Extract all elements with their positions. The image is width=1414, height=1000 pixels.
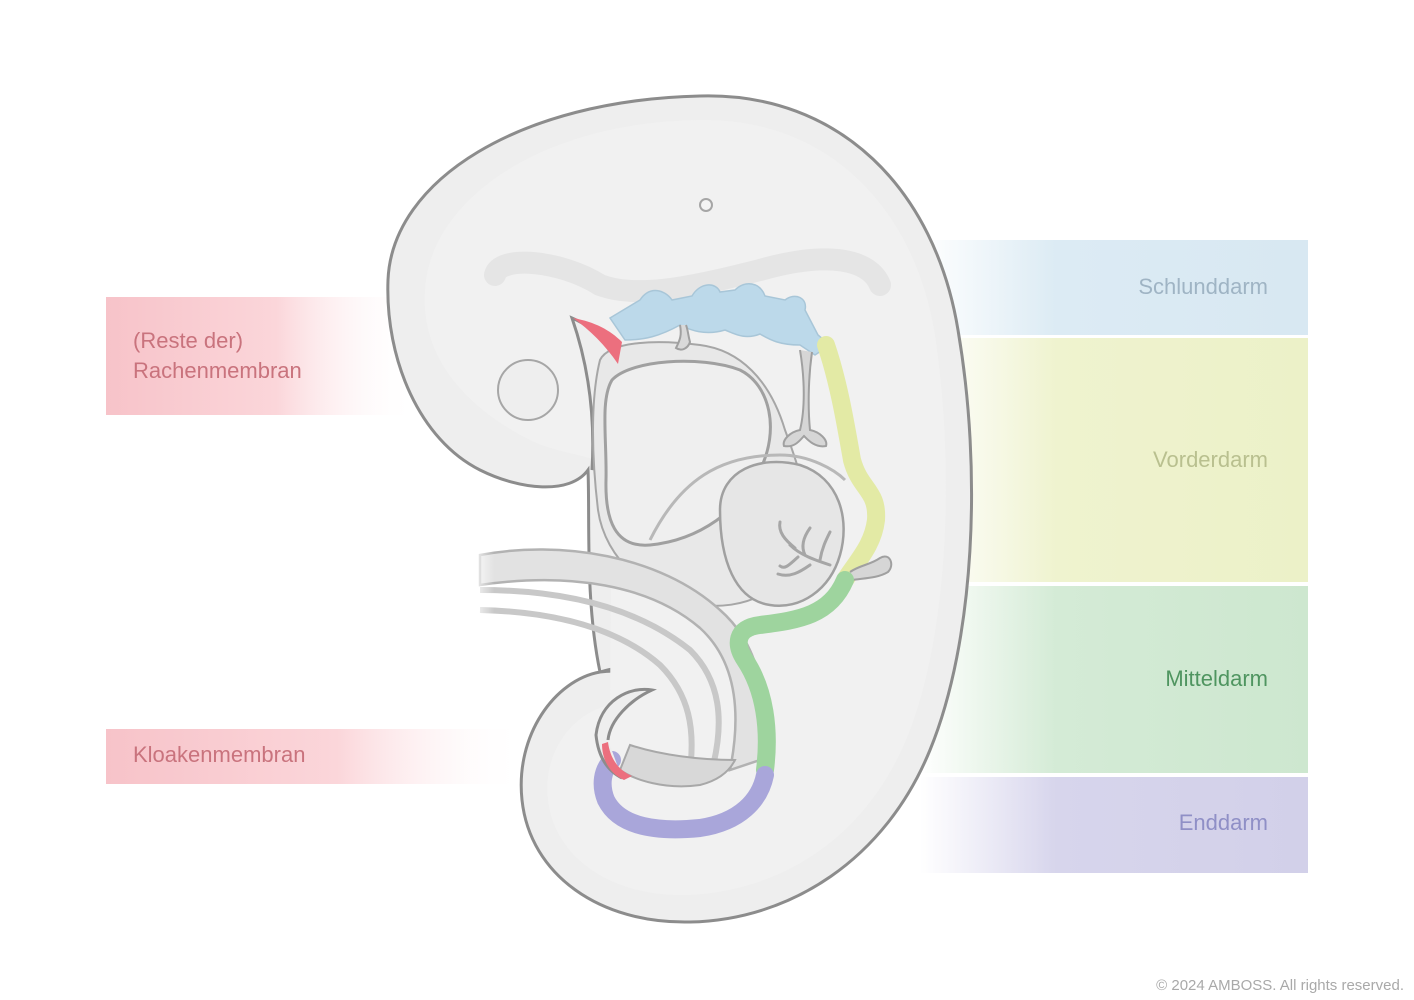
rachenmembran-band bbox=[106, 297, 416, 415]
eye-circle bbox=[497, 359, 559, 421]
pharyngeal-gut bbox=[608, 283, 832, 356]
foregut-tube bbox=[817, 336, 886, 589]
label-vorderdarm: Vorderdarm bbox=[1153, 447, 1268, 472]
label-enddarm: Enddarm bbox=[1178, 810, 1268, 835]
thyroid-bud bbox=[674, 324, 692, 351]
stalk-fade bbox=[470, 540, 540, 630]
label-rachenmembran: (Reste der) Rachenmembran bbox=[133, 326, 302, 386]
hindgut-tube bbox=[593, 751, 774, 839]
mitteldarm-band bbox=[920, 586, 1308, 773]
liver-divider bbox=[648, 453, 847, 541]
label-rachenmembran-line2: Rachenmembran bbox=[133, 358, 302, 383]
lung-bud bbox=[782, 349, 828, 448]
midgut-tube bbox=[729, 571, 854, 779]
cloacal-membrane bbox=[602, 742, 632, 780]
cloaca bbox=[618, 743, 737, 788]
enddarm-band bbox=[920, 777, 1308, 873]
schlunddarm-band bbox=[920, 240, 1308, 335]
hepatic-branches bbox=[776, 520, 832, 577]
label-schlunddarm: Schlunddarm bbox=[1138, 274, 1268, 299]
copyright-text: © 2024 AMBOSS. All rights reserved. bbox=[1156, 977, 1404, 994]
brain-fold bbox=[484, 248, 891, 303]
otic-pit bbox=[699, 198, 713, 212]
label-mitteldarm: Mitteldarm bbox=[1165, 666, 1268, 691]
vorderdarm-band bbox=[920, 338, 1308, 582]
kloakenmembran-band bbox=[106, 729, 526, 784]
buccopharyngeal-membrane bbox=[573, 318, 622, 364]
allantois-stalk bbox=[479, 587, 722, 771]
gallbladder-bud bbox=[849, 555, 893, 581]
label-kloakenmembran: Kloakenmembran bbox=[133, 740, 305, 770]
label-rachenmembran-line1: (Reste der) bbox=[133, 328, 244, 353]
label-kloakenmembran-line1: Kloakenmembran bbox=[133, 742, 306, 767]
